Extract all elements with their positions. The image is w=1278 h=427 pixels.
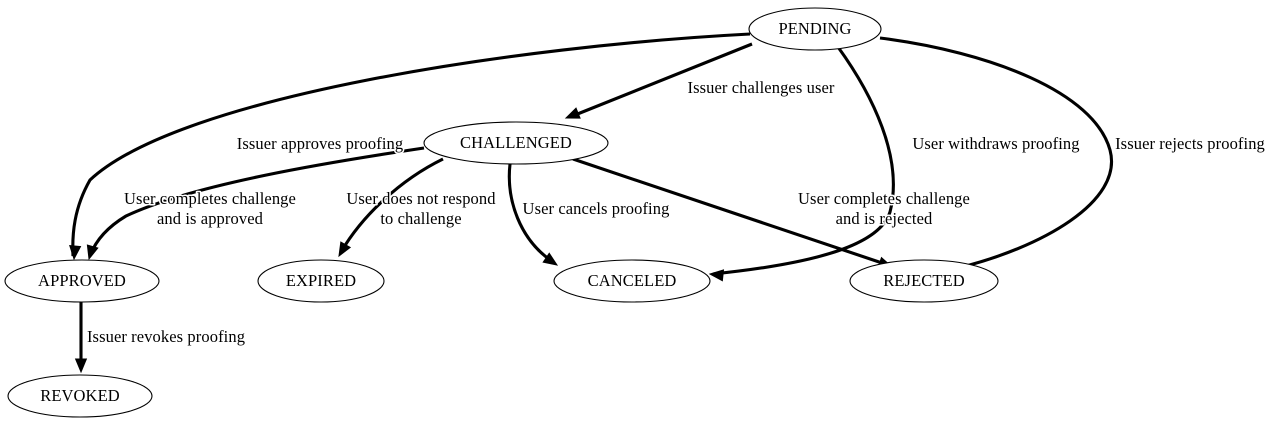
arrowhead-approved-revoked [74, 358, 88, 374]
edge-challenged-approved [86, 146, 425, 261]
edge-line-pending-challenged [569, 42, 753, 119]
edge-pending-rejected [879, 36, 1114, 279]
arrowhead-pending-canceled [708, 269, 725, 282]
edge-label-text-challenged-canceled-0: User cancels proofing [523, 199, 670, 218]
edge-label-text-challenged-rejected-0: User completes challenge [798, 189, 970, 208]
edge-label-text-pending-canceled-0: User withdraws proofing [912, 134, 1079, 153]
node-label-approved: APPROVED [38, 271, 126, 290]
node-label-rejected: REJECTED [883, 271, 964, 290]
node-approved[interactable]: APPROVED [4, 259, 160, 303]
node-canceled[interactable]: CANCELED [553, 259, 711, 303]
edge-line-challenged-approved [88, 146, 425, 257]
nodes-layer: PENDING CHALLENGED APPROVED EXPIRED CANCELED… [4, 7, 999, 418]
node-label-canceled: CANCELED [588, 271, 677, 290]
arrowhead-challenged-expired [338, 241, 352, 258]
edge-label-halo-pending-challenged-0: Issuer challenges user [688, 78, 835, 97]
edge-pending-canceled [708, 46, 895, 282]
node-shape-canceled [553, 259, 711, 303]
arrowhead-pending-approved [69, 245, 82, 261]
edge-label-halo-challenged-canceled-0: User cancels proofing [523, 199, 670, 218]
edge-label-text-pending-challenged-0: Issuer challenges user [688, 78, 835, 97]
edge-line-challenged-rejected [572, 157, 889, 267]
edge-label-text-pending-rejected-0: Issuer rejects proofing [1115, 134, 1265, 153]
edge-label-halo-pending-canceled-0: User withdraws proofing [912, 134, 1079, 153]
edge-label-text-approved-revoked-0: Issuer revokes proofing [87, 327, 245, 346]
node-shape-pending [748, 7, 882, 51]
edge-label-text-challenged-expired-0: User does not respond [346, 189, 496, 208]
node-shape-expired [257, 259, 385, 303]
node-shape-rejected [849, 259, 999, 303]
edge-line-pending-rejected [879, 36, 1114, 270]
arrowhead-challenged-canceled [542, 252, 559, 266]
edge-pending-challenged [564, 42, 753, 119]
arrowhead-pending-challenged [564, 107, 581, 119]
edge-line-challenged-expired [339, 157, 444, 253]
node-rejected[interactable]: REJECTED [849, 259, 999, 303]
node-shape-challenged [423, 121, 609, 165]
edge-label-halo-pending-rejected-0: Issuer rejects proofing [1115, 134, 1265, 153]
node-label-expired: EXPIRED [286, 271, 356, 290]
edge-line-pending-canceled [712, 46, 895, 276]
edge-label-text-challenged-approved-0: User completes challenge [124, 189, 296, 208]
node-label-challenged: CHALLENGED [460, 133, 572, 152]
edge-challenged-canceled [507, 163, 559, 266]
edge-label-text-pending-approved-0: Issuer approves proofing [237, 134, 403, 153]
edge-approved-revoked [74, 302, 88, 374]
node-shape-approved [4, 259, 160, 303]
edge-label-halo-challenged-approved-1: and is approved [157, 209, 264, 228]
node-challenged[interactable]: CHALLENGED [423, 121, 609, 165]
edge-label-text-challenged-rejected-1: and is rejected [836, 209, 933, 228]
node-revoked[interactable]: REVOKED [7, 374, 153, 418]
node-shape-revoked [7, 374, 153, 418]
edge-line-pending-approved [71, 32, 751, 257]
edge-label-halo-challenged-rejected-1: and is rejected [836, 209, 933, 228]
node-pending[interactable]: PENDING [748, 7, 882, 51]
arrowhead-challenged-approved [86, 244, 99, 261]
edge-label-halo-challenged-approved-0: User completes challenge [124, 189, 296, 208]
edge-line-challenged-canceled [507, 163, 554, 264]
node-label-revoked: REVOKED [40, 386, 120, 405]
edge-label-halo-pending-approved-0: Issuer approves proofing [237, 134, 403, 153]
edge-challenged-expired [338, 157, 444, 258]
edge-label-text-challenged-expired-1: to challenge [380, 209, 461, 228]
edge-pending-approved [69, 32, 751, 261]
edge-label-halo-challenged-expired-0: User does not respond [346, 189, 496, 208]
edge-label-halo-approved-revoked-0: Issuer revokes proofing [87, 327, 245, 346]
node-label-pending: PENDING [778, 19, 851, 38]
edge-label-halo-challenged-rejected-0: User completes challenge [798, 189, 970, 208]
node-expired[interactable]: EXPIRED [257, 259, 385, 303]
edge-label-halo-challenged-expired-1: to challenge [380, 209, 461, 228]
edge-label-text-challenged-approved-1: and is approved [157, 209, 264, 228]
